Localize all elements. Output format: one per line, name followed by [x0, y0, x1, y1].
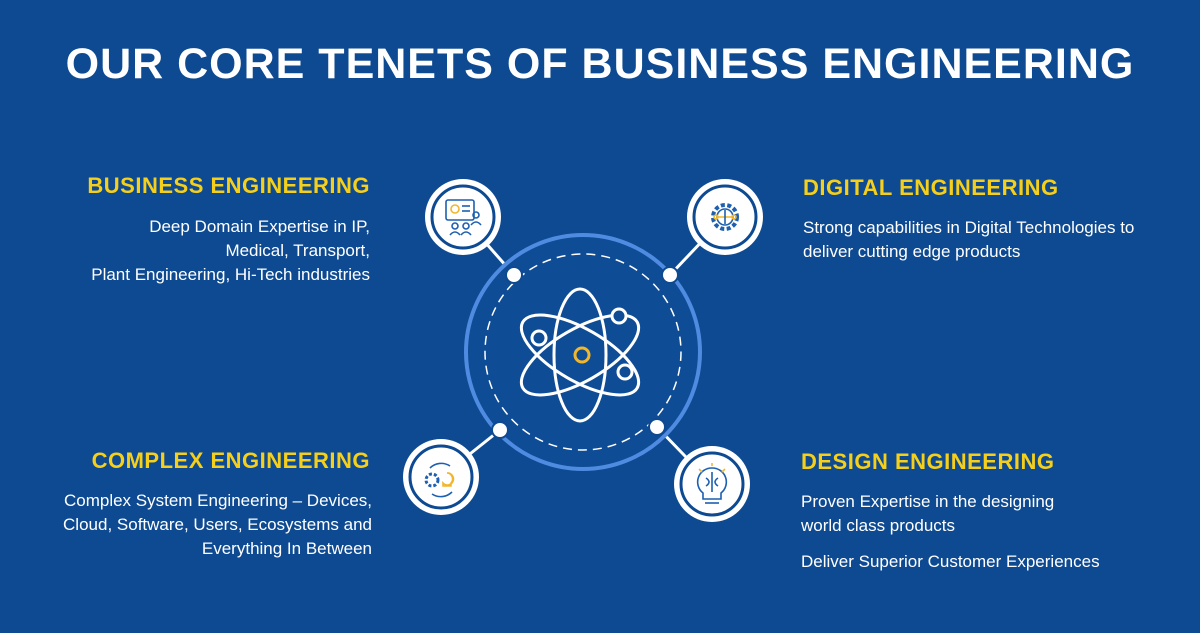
design-line-2: world class products	[801, 516, 956, 535]
business-line-1: Deep Domain Expertise in IP,	[149, 217, 370, 236]
complex-line-2: Cloud, Software, Users, Ecosystems and	[63, 515, 372, 534]
business-engineering-heading: BUSINESS ENGINEERING	[87, 173, 370, 198]
digital-gear-icon	[711, 203, 739, 231]
page-title: OUR CORE TENETS OF BUSINESS ENGINEERING	[65, 40, 1135, 88]
ring-dot-design	[648, 418, 666, 436]
digital-line-2: deliver cutting edge products	[803, 242, 1021, 261]
design-line-1: Proven Expertise in the designing	[801, 492, 1055, 511]
business-engineering-description: Deep Domain Expertise in IP, Medical, Tr…	[20, 215, 370, 287]
digital-engineering-heading: DIGITAL ENGINEERING	[803, 175, 1059, 200]
design-engineering-heading: DESIGN ENGINEERING	[801, 449, 1055, 474]
digital-icon-node	[687, 179, 763, 255]
complex-engineering-heading: COMPLEX ENGINEERING	[91, 448, 370, 473]
complex-engineering-description: Complex System Engineering – Devices, Cl…	[20, 489, 372, 561]
presentation-team-icon	[445, 199, 482, 236]
gear-cycle-bulb-icon	[424, 462, 455, 498]
ring-dot-digital	[661, 266, 679, 284]
complex-line-1: Complex System Engineering – Devices,	[63, 491, 372, 510]
design-engineering-description: Proven Expertise in the designing world …	[801, 490, 1191, 574]
digital-engineering-description: Strong capabilities in Digital Technolog…	[803, 216, 1193, 264]
ring-dot-business	[505, 266, 523, 284]
digital-line-1: Strong capabilities in Digital Technolog…	[803, 218, 1135, 237]
business-icon-node	[425, 179, 501, 255]
complex-icon-node	[403, 439, 479, 515]
design-line-3: Deliver Superior Customer Experiences	[801, 552, 1100, 571]
complex-line-3: Everything In Between	[201, 539, 372, 558]
brain-bulb-icon	[696, 463, 728, 504]
business-line-3: Plant Engineering, Hi-Tech industries	[91, 265, 370, 284]
center-dashed-ring	[484, 253, 682, 451]
ring-dot-complex	[491, 421, 509, 439]
business-line-2: Medical, Transport,	[225, 241, 370, 260]
design-icon-node	[674, 446, 750, 522]
atom-icon	[519, 287, 641, 423]
